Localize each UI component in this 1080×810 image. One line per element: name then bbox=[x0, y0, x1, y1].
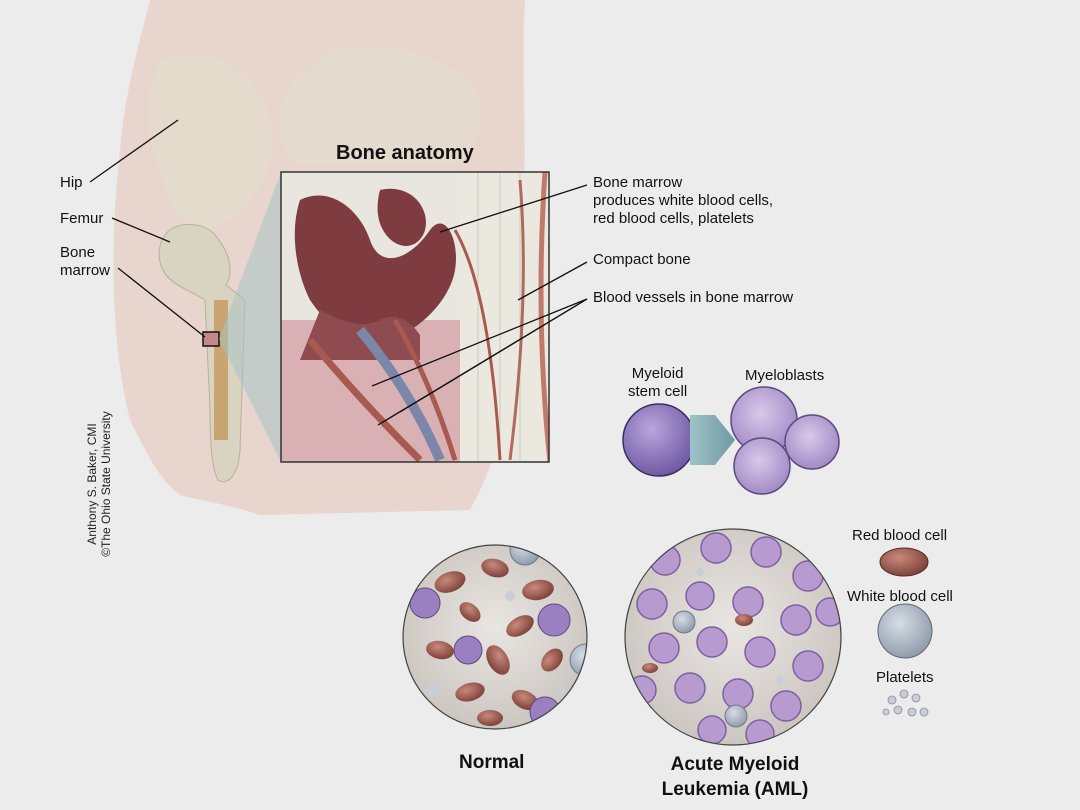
normal-blood-sample bbox=[402, 544, 588, 730]
label-bone-marrow: Bone marrow bbox=[60, 244, 111, 279]
label-red-blood-cell: Red blood cell bbox=[852, 527, 948, 544]
cell-legend bbox=[877, 547, 933, 717]
diagram-title: Bone anatomy bbox=[336, 142, 474, 164]
label-aml: Acute Myeloid Leukemia (AML) bbox=[661, 754, 809, 800]
label-compact-bone: Compact bone bbox=[593, 251, 691, 268]
platelets-sample bbox=[882, 689, 929, 717]
zoom-projection bbox=[219, 172, 281, 462]
label-blood-vessels: Blood vessels in bone marrow bbox=[593, 289, 794, 306]
label-myeloblasts: Myeloblasts bbox=[745, 367, 825, 384]
label-platelets: Platelets bbox=[876, 669, 934, 686]
label-normal: Normal bbox=[459, 752, 525, 773]
label-femur: Femur bbox=[60, 210, 104, 227]
label-myeloid-stem-cell: Myeloid stem cell bbox=[628, 365, 688, 400]
leader-lines bbox=[89, 119, 588, 426]
myeloid-stem-cell bbox=[622, 403, 696, 477]
red-blood-cell-sample bbox=[879, 547, 929, 577]
myeloblast-cell bbox=[784, 414, 840, 470]
bone-anatomy-inset bbox=[281, 172, 549, 462]
aml-blood-sample bbox=[624, 528, 842, 746]
myeloblast-cell bbox=[733, 437, 791, 495]
myeloid-progression bbox=[622, 386, 840, 495]
white-blood-cell-sample bbox=[877, 603, 933, 659]
label-white-blood-cell: White blood cell bbox=[847, 588, 953, 605]
label-bone-marrow-function: Bone marrow produces white blood cells, … bbox=[593, 174, 774, 227]
femur-bone bbox=[158, 224, 246, 483]
progression-arrow bbox=[690, 415, 735, 465]
illustration-credit: Anthony S. Baker, CMI ©The Ohio State Un… bbox=[85, 411, 113, 557]
label-hip: Hip bbox=[60, 174, 83, 191]
